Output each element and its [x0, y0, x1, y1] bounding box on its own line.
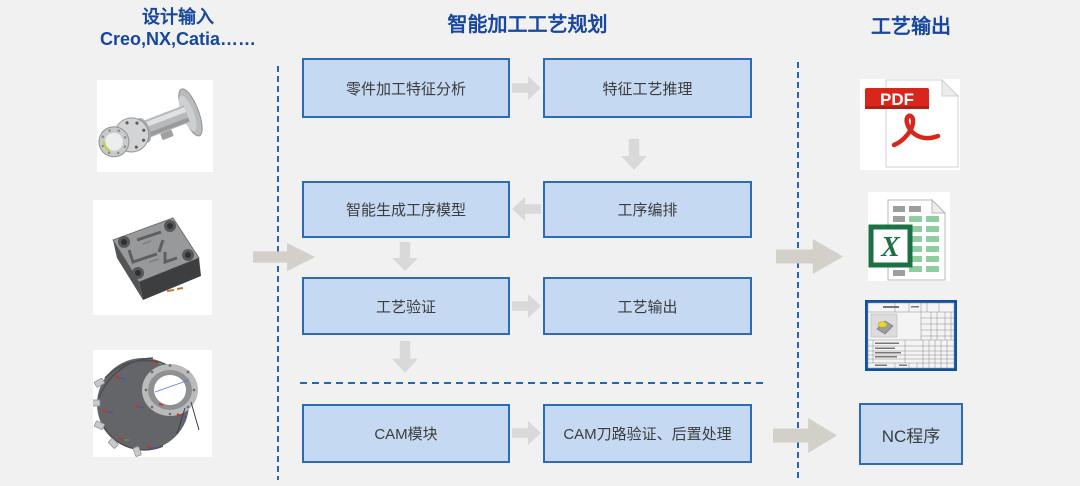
process-output-title: 工艺输出 [871, 16, 951, 38]
flow-box-process-output: 工艺输出 [543, 277, 752, 335]
flow-box-process-model-gen: 智能生成工序模型 [302, 181, 510, 238]
flow-box-cam-module: CAM模块 [302, 404, 510, 463]
arrow-verification-to-output [512, 294, 541, 318]
shaft-coupling-graphic [98, 88, 203, 158]
excel-x-glyph: X [880, 232, 901, 263]
machined-plate-model-image [93, 200, 212, 315]
pdf-file-icon: PDF [860, 79, 960, 170]
flow-box-cam-toolpath: CAM刀路验证、后置处理 [543, 404, 752, 463]
design-input-subtitle: Creo,NX,Catia…… [99, 29, 257, 49]
design-input-header: 设计输入 Creo,NX,Catia…… [60, 6, 296, 50]
excel-file-graphic: X [868, 198, 947, 281]
arrow-design-to-planning [253, 243, 315, 271]
right-dashed-divider [797, 62, 799, 478]
flow-box-process-sequencing: 工序编排 [543, 181, 752, 238]
left-dashed-divider [277, 66, 279, 480]
arrow-sequencing-to-model-gen [512, 197, 541, 221]
arrow-feature-analysis-to-reasoning [512, 76, 541, 100]
pdf-banner-label: PDF [880, 90, 914, 109]
arrow-model-gen-to-verification [392, 242, 418, 271]
excel-file-icon: X [868, 192, 950, 281]
flow-box-feature-analysis: 零件加工特征分析 [302, 58, 510, 118]
flow-box-process-verification: 工艺验证 [302, 277, 510, 335]
flow-box-feature-reasoning: 特征工艺推理 [543, 58, 752, 118]
process-card-image [865, 300, 957, 371]
arrow-verification-to-cam [392, 341, 418, 373]
design-input-title: 设计输入 [142, 7, 214, 27]
cam-dashed-divider [300, 382, 765, 384]
arrow-reasoning-to-sequencing [621, 139, 647, 170]
shaft-coupling-model-image [97, 80, 213, 172]
arrow-toolpath-to-nc [773, 418, 837, 453]
engine-casing-model-image [93, 350, 212, 457]
process-planning-title: 智能加工工艺规划 [447, 14, 608, 36]
arrow-cam-module-to-toolpath [512, 421, 541, 445]
flow-box-nc-program: NC程序 [859, 403, 963, 465]
pdf-file-graphic: PDF [865, 79, 960, 168]
process-card-graphic [865, 300, 957, 371]
arrow-planning-to-output [776, 239, 843, 274]
engine-casing-graphic [93, 357, 200, 457]
machined-plate-graphic [112, 217, 201, 300]
